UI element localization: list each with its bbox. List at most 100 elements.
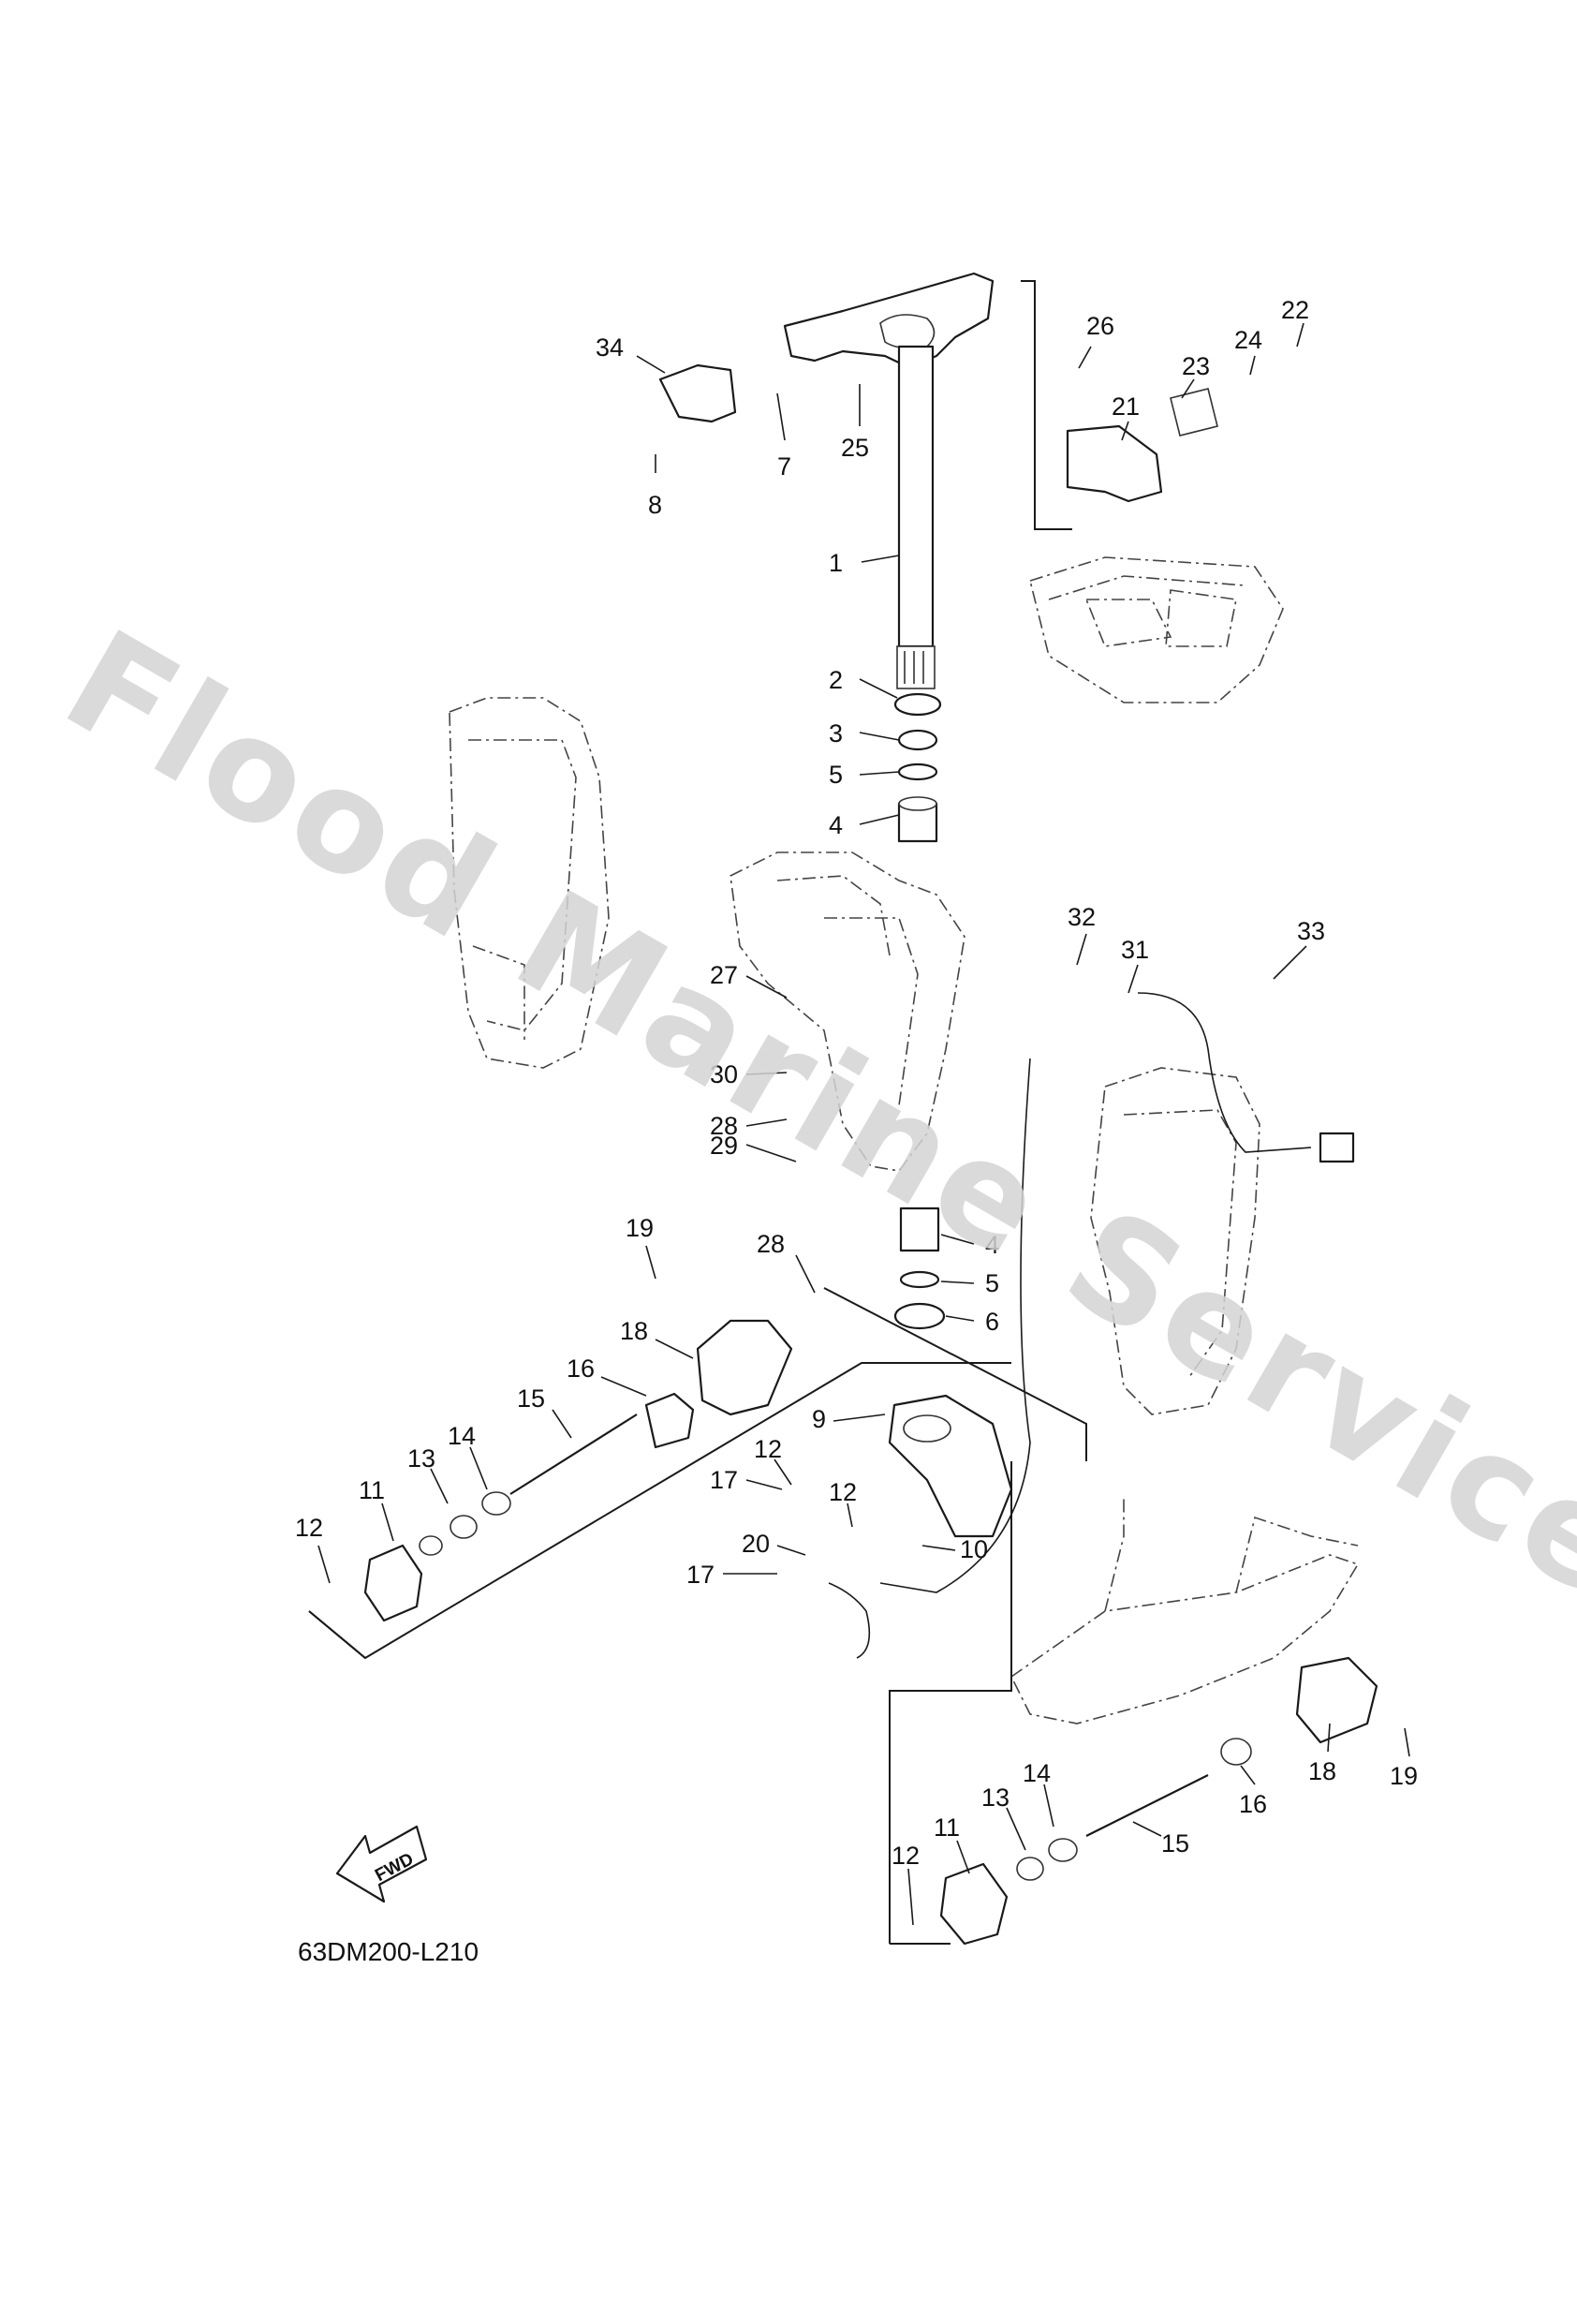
phantom-left-clamp-bracket — [449, 697, 610, 1069]
callout-18: 18 — [620, 1317, 694, 1359]
callout-29: 29 — [710, 1132, 797, 1162]
lower-mount-right-cover — [1295, 1656, 1378, 1744]
callout-11: 11 — [359, 1476, 394, 1542]
callout-label: 33 — [1297, 917, 1325, 945]
callout-24: 24 — [1234, 326, 1262, 376]
callout-label: 2 — [829, 666, 843, 694]
callout-13: 13 — [981, 1784, 1026, 1851]
callout-label: 32 — [1068, 903, 1096, 931]
callout-label: 18 — [1308, 1757, 1336, 1785]
callout-label: 18 — [620, 1317, 648, 1345]
callout-label: 31 — [1121, 936, 1149, 964]
callout-25: 25 — [841, 384, 869, 462]
callout-label: 24 — [1234, 326, 1262, 354]
drawing-code: 63DM200-L210 — [298, 1937, 479, 1966]
lower-bushing-stack — [893, 1206, 946, 1330]
callout-15: 15 — [517, 1384, 572, 1439]
callout-label: 20 — [742, 1530, 770, 1558]
callout-18: 18 — [1308, 1723, 1336, 1785]
callout-label: 25 — [841, 434, 869, 462]
callout-label: 16 — [1239, 1790, 1267, 1818]
callout-label: 9 — [812, 1405, 826, 1433]
callout-26: 26 — [1078, 312, 1114, 369]
callout-label: 14 — [448, 1422, 476, 1450]
rubber-mount-left — [363, 1414, 638, 1622]
callout-label: 8 — [648, 491, 662, 519]
callout-10: 10 — [921, 1535, 988, 1563]
callout-34: 34 — [596, 333, 666, 374]
callout-label: 26 — [1086, 312, 1114, 340]
callout-33: 33 — [1273, 917, 1325, 980]
rubber-mount-right — [939, 1738, 1252, 1946]
callout-label: 6 — [985, 1308, 999, 1336]
callout-19: 19 — [626, 1214, 656, 1280]
callout-21: 21 — [1112, 392, 1140, 441]
callout-5: 5 — [829, 761, 900, 789]
callout-label: 13 — [407, 1444, 435, 1473]
callout-label: 14 — [1023, 1759, 1051, 1787]
callout-label: 28 — [757, 1230, 785, 1258]
callout-label: 15 — [517, 1384, 545, 1413]
callout-17: 17 — [686, 1561, 777, 1589]
callout-9: 9 — [812, 1405, 886, 1433]
callout-16: 16 — [1239, 1765, 1267, 1818]
callout-27: 27 — [710, 961, 788, 999]
phantom-right-clamp-bracket — [1090, 1067, 1260, 1415]
callout-14: 14 — [448, 1422, 488, 1490]
callout-11: 11 — [934, 1813, 970, 1874]
callout-2: 2 — [829, 666, 898, 699]
callout-label: 4 — [985, 1231, 999, 1259]
callout-5: 5 — [940, 1269, 999, 1297]
lower-mount-housing — [888, 1394, 1013, 1538]
phantom-lower-casing-pan — [1010, 1499, 1360, 1724]
callout-28: 28 — [710, 1112, 788, 1140]
callout-label: 30 — [710, 1060, 738, 1088]
exploded-view-lines — [308, 280, 1087, 1945]
wire-harness — [1137, 992, 1355, 1163]
callout-label: 5 — [985, 1269, 999, 1297]
callout-16: 16 — [567, 1354, 647, 1397]
callout-label: 1 — [829, 549, 843, 577]
damper-block — [1066, 388, 1218, 503]
phantom-swivel-bracket — [730, 851, 965, 1172]
callout-12: 12 — [295, 1514, 331, 1584]
callout-label: 11 — [359, 1476, 385, 1504]
lower-mount-left-cover — [644, 1319, 793, 1449]
callout-label: 13 — [981, 1784, 1010, 1812]
callout-7: 7 — [776, 392, 791, 481]
callout-label: 16 — [567, 1354, 595, 1383]
ground-lead — [828, 1058, 1031, 1659]
callout-4: 4 — [940, 1231, 999, 1259]
steering-shaft — [896, 345, 936, 689]
callout-22: 22 — [1281, 296, 1309, 348]
callout-32: 32 — [1068, 903, 1096, 966]
callout-label: 5 — [829, 761, 843, 789]
callout-label: 21 — [1112, 392, 1140, 421]
callout-12: 12 — [829, 1478, 857, 1528]
callout-label: 12 — [892, 1842, 920, 1870]
callout-label: 7 — [777, 452, 791, 481]
callout-15: 15 — [1132, 1821, 1189, 1858]
callout-label: 19 — [626, 1214, 654, 1242]
callout-label: 23 — [1182, 352, 1210, 380]
callout-label: 19 — [1390, 1762, 1418, 1790]
callout-label: 3 — [829, 719, 843, 748]
callout-4: 4 — [829, 811, 900, 839]
callout-label: 12 — [295, 1514, 323, 1542]
callout-12: 12 — [892, 1842, 920, 1926]
callout-3: 3 — [829, 719, 900, 748]
upper-bushing-stack — [893, 692, 942, 843]
callout-1: 1 — [829, 549, 900, 577]
callout-label: 10 — [960, 1535, 988, 1563]
callout-13: 13 — [407, 1444, 449, 1504]
callout-17: 17 — [710, 1466, 783, 1494]
callouts: 1 2 3 5 4 34 8 7 25 26 23 24 22 21 32 31… — [295, 296, 1418, 1926]
callout-30: 30 — [710, 1060, 788, 1088]
callout-label: 4 — [829, 811, 843, 839]
callout-31: 31 — [1121, 936, 1149, 994]
callout-label: 12 — [829, 1478, 857, 1506]
callout-20: 20 — [742, 1530, 806, 1558]
callout-14: 14 — [1023, 1759, 1054, 1828]
phantom-bottom-cowling — [1029, 556, 1284, 703]
callout-6: 6 — [945, 1308, 999, 1336]
